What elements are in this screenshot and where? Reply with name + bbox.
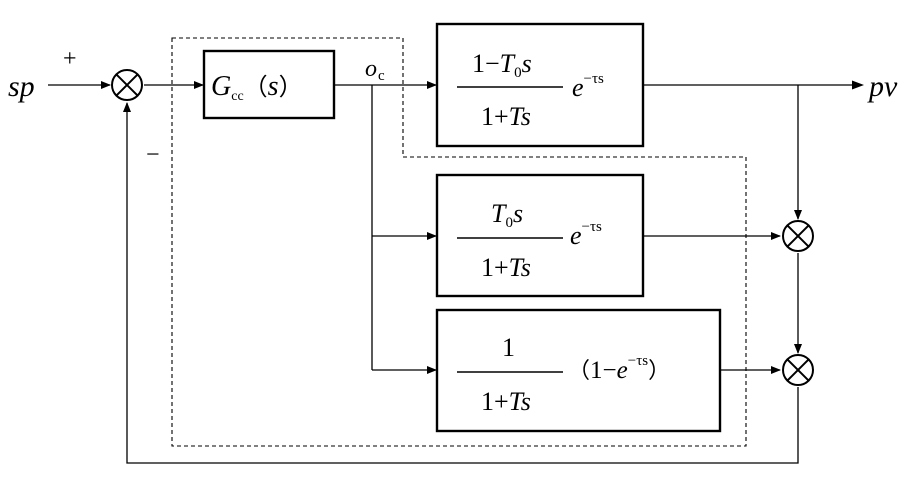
summing-junction-lower: [782, 354, 814, 386]
bot-denominator: 1+Ts: [481, 387, 531, 416]
arrow-into-controller: [194, 81, 204, 89]
bot-numerator: 1: [502, 333, 515, 362]
minus-sign: −: [146, 142, 160, 168]
bot-difference-term: （1−e−τs）: [568, 353, 670, 384]
mid-denominator: 1+Ts: [481, 253, 531, 282]
arrow-to-pv: [852, 80, 864, 90]
arrow-into-sum2: [794, 210, 802, 220]
plant-numerator: 1−T0s: [472, 49, 532, 81]
plant-denominator: 1+Ts: [481, 102, 531, 131]
arrow-feedback-into-sum1: [123, 102, 131, 112]
summing-junction-upper: [782, 220, 814, 252]
plant-block: [435, 22, 645, 148]
model-delay-block: [435, 173, 645, 298]
model-difference-block: [435, 308, 722, 433]
arrow-mid-into-sum2: [771, 232, 781, 240]
controller-output-label: oc: [365, 56, 385, 84]
controller-block: [202, 49, 336, 120]
arrow-into-sum3-top: [794, 344, 802, 354]
arrow-into-mid-block: [427, 232, 437, 240]
arrow-bot-into-sum3: [771, 366, 781, 374]
summing-junction-main: [111, 69, 143, 101]
arrow-into-plant: [427, 81, 437, 89]
wire-feedback-loop: [126, 103, 799, 464]
mid-delay-term: e−τs: [570, 219, 602, 250]
output-label-pv: pv: [867, 70, 898, 103]
input-label-sp: sp: [8, 70, 35, 103]
plus-sign: +: [63, 46, 77, 72]
compensator-dashed-boundary: [171, 37, 747, 447]
plant-delay-term: e−τs: [572, 71, 604, 102]
controller-transfer-function: Gcc（s）: [211, 71, 303, 104]
arrow-into-bot-block: [427, 366, 437, 374]
arrow-into-sum1: [101, 81, 111, 89]
mid-numerator: T0s: [491, 199, 523, 231]
